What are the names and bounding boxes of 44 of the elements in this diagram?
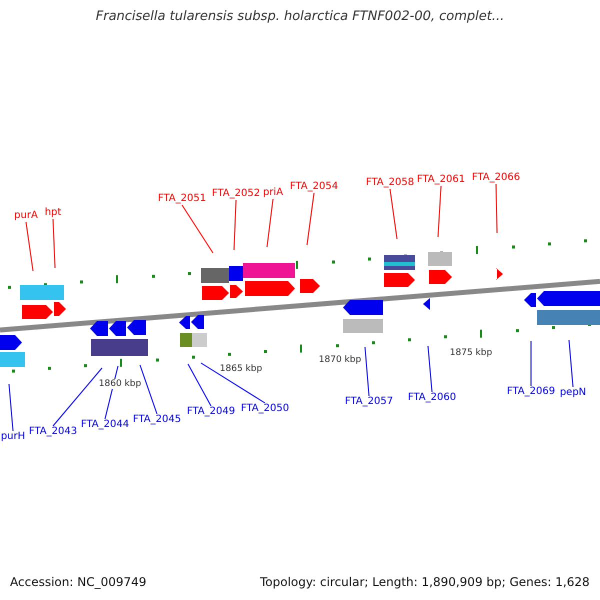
gene-label: FTA_2061 [416,174,466,186]
leader-line [306,192,314,246]
gene-label: FTA_2069 [506,386,556,398]
gene-label: FTA_2051 [158,193,206,205]
title: Francisella tularensis subsp. holarctica FTNF002-00, complet... [94,9,506,24]
leader-line [530,340,532,386]
axis-label: 1875 kbp [450,348,492,358]
gene-label: priA [262,187,284,199]
leader-line [188,364,212,406]
leader-line [52,368,102,426]
leader-line [496,184,498,234]
leader-line [390,188,398,240]
gene-label: purH [0,431,26,443]
gene-label: FTA_2044 [80,419,130,431]
leader-line [364,346,370,396]
accession-text: Accession: NC_009749 [10,575,146,589]
gene-label: FTA_2054 [290,181,338,193]
gene-label: FTA_2057 [344,396,394,408]
axis-label: 1870 kbp [318,355,362,365]
leader-line [26,222,34,272]
gene-label: FTA_2058 [366,177,414,189]
gene-label: FTA_2045 [132,414,182,426]
leader-line [182,204,214,254]
gene-label: FTA_2060 [408,392,456,404]
gene-label: FTA_2066 [472,172,520,184]
gene-label: FTA_2050 [240,403,290,415]
gene-label: FTA_2043 [28,426,78,438]
leader-line [438,186,442,238]
leader-line [234,200,236,250]
gene-label: purA [14,210,38,222]
gene-label: hpt [44,207,62,219]
gene-label: pepN [560,387,586,399]
leader-line [428,346,432,392]
leader-line [8,384,14,432]
gene-label: FTA_2049 [186,406,236,418]
leader-line [52,218,56,268]
gene-label: FTA_2052 [212,188,260,200]
axis-label: 1860 kbp [98,379,142,389]
leader-line [568,340,574,388]
leader-line [200,362,266,404]
axis-label: 1865 kbp [220,364,262,374]
leader-line [266,198,274,248]
leader-line [140,364,158,414]
genome-summary-text: Topology: circular; Length: 1,890,909 bp; Genes: 1,628 [260,575,590,589]
